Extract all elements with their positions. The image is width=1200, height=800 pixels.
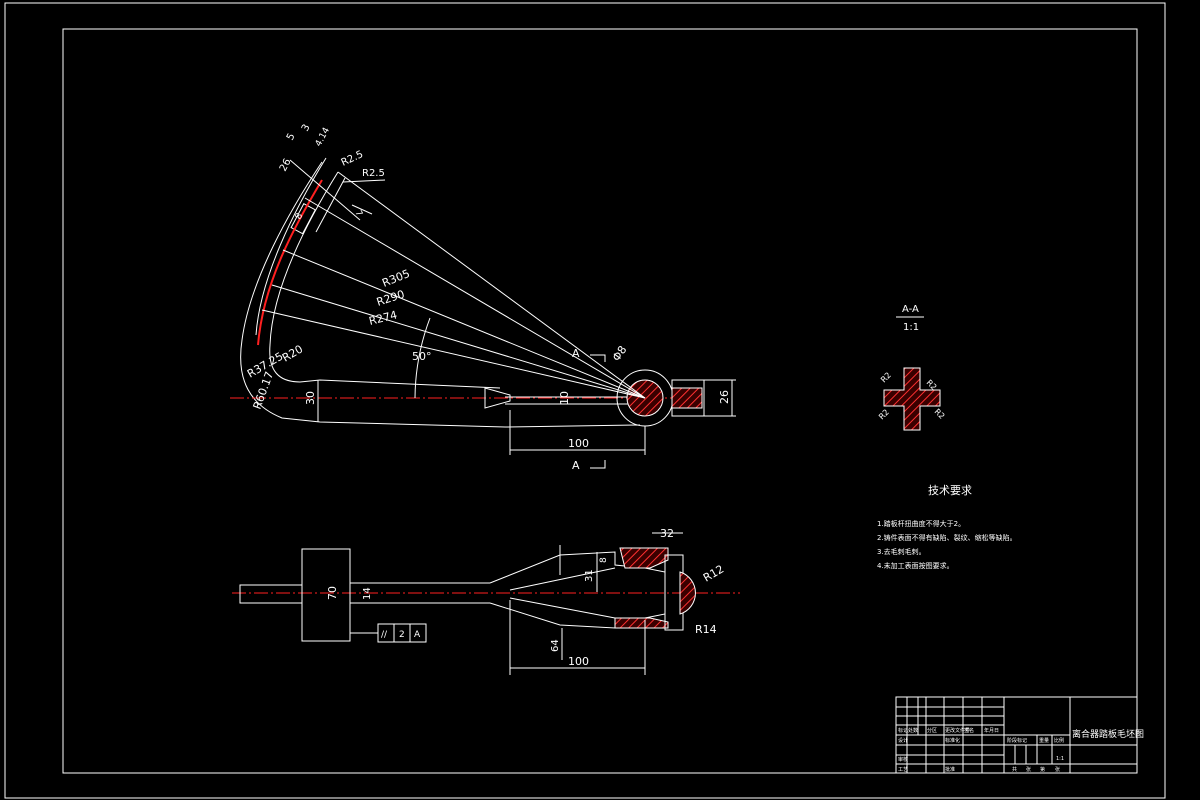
dim-top-lines [289, 159, 361, 221]
section-mark-top: A [572, 347, 580, 360]
bottom-view: // 2 A 70 14 32 31 8 R12 R14 100 64 [232, 527, 740, 675]
dim-label-r305: R305 [380, 267, 411, 290]
cross-section-shape [883, 367, 941, 431]
inner-border [62, 28, 1138, 774]
bottom-label-100: 100 [568, 655, 589, 668]
radial-top [337, 171, 646, 399]
bottom-label-8: 8 [599, 557, 609, 563]
radial-r274 [261, 309, 646, 399]
dim-7-leader [351, 204, 373, 215]
tol-datum: A [414, 630, 421, 640]
dim-label-100: 100 [568, 437, 589, 450]
tb-bottom-label-0: 共 [1012, 766, 1017, 773]
dim-label-26: 26 [278, 157, 294, 173]
dim-label-r20: R20 [280, 343, 305, 365]
tb-row-label-4: 签名 [964, 727, 974, 734]
section-mark-bottom: A [572, 459, 580, 472]
hub-boss-hatch [671, 387, 703, 409]
tb-mid-label-1: 批准 [945, 766, 955, 773]
arm-inner-upper [315, 177, 346, 233]
bottom-label-64: 64 [550, 639, 561, 652]
bottom-label-14: 14 [362, 587, 373, 600]
section-view: A-A 1:1 R2 R2 R2 R2 [877, 304, 947, 431]
pedal-pad [301, 548, 351, 642]
radial-r305 [282, 249, 646, 399]
tb-bottom-label-3: 张 [1055, 766, 1060, 773]
tol-symbol: // [381, 630, 388, 640]
section-scale: 1:1 [903, 322, 919, 333]
tb-bottom-label-2: 第 [1040, 766, 1045, 773]
bottom-label-70: 70 [326, 586, 339, 600]
tol-value: 2 [399, 630, 405, 640]
tb-right-label-1: 重量 [1039, 737, 1049, 744]
tech-item-4: 4.未加工表面按图要求。 [877, 561, 954, 570]
tb-mid-label-0: 标准化 [945, 737, 960, 744]
section-r-label-3: R2 [877, 408, 891, 422]
tb-row-label-3: 更改文件号 [945, 727, 970, 734]
arm-centerline [257, 179, 323, 346]
dim-label-5: 5 [285, 132, 298, 143]
dim-label-r290: R290 [375, 288, 406, 309]
pad-box [290, 203, 316, 235]
dim-label-414: 4.14 [314, 126, 332, 149]
dim-label-10: 10 [558, 391, 571, 405]
radial-top2 [304, 197, 646, 399]
main-view: 5 3 4.14 26 R2.5 R2.5 7 8 R305 R290 R274… [230, 123, 736, 472]
tb-left-label-2: 工艺 [898, 767, 908, 773]
tb-left-label-0: 设计 [898, 737, 908, 744]
bottom-label-r14: R14 [695, 623, 717, 636]
dim-label-r25b: R2.5 [362, 168, 385, 179]
arm-outer-edge [240, 161, 641, 428]
dim-label-7: 7 [352, 209, 364, 219]
section-mark-bottom-line [590, 460, 606, 469]
taper-end [484, 387, 511, 409]
dim-r25-leader [342, 179, 386, 183]
dim-label-30: 30 [304, 391, 317, 405]
section-r-label-1: R2 [879, 371, 893, 385]
tb-row-label-1: 处数 [908, 727, 918, 734]
section-title: A-A [902, 304, 919, 315]
tb-scale: 1:1 [1056, 756, 1064, 762]
arm-mid-edge [255, 157, 327, 336]
drawing-title: 离合器踏板毛坯图 [1072, 728, 1144, 740]
section-mark-top-line [590, 354, 606, 362]
hub-bottom-hatch [614, 617, 669, 629]
pedal-stub [239, 584, 303, 604]
tech-item-1: 1.踏板杆扭曲度不得大于2。 [877, 519, 965, 528]
tb-bottom-label-1: 张 [1026, 766, 1031, 773]
tb-row-label-0: 标记 [898, 727, 908, 734]
section-r-label-4: R2 [933, 407, 947, 421]
dim-label-3: 3 [300, 123, 313, 134]
bottom-label-32: 32 [660, 527, 674, 540]
tech-item-2: 2.铸件表面不得有缺陷、裂纹、缩松等缺陷。 [877, 533, 1017, 542]
hub-top-hatch [619, 547, 669, 569]
dim-label-angle: 50° [412, 350, 432, 363]
tech-item-3: 3.去毛刺毛刺。 [877, 547, 926, 556]
tb-right-label-2: 比例 [1054, 737, 1064, 744]
bottom-label-31: 31 [584, 569, 595, 582]
dim-label-26-boss: 26 [718, 390, 731, 404]
title-block: 标记 处数 分区 更改文件号 签名 年月日 设计 审核 工艺 标准化 批准 阶段… [895, 696, 1144, 774]
inner-taper-top [509, 567, 616, 591]
radial-r290 [271, 284, 646, 399]
dim-label-r25a: R2.5 [340, 149, 365, 169]
dim-label-phi: Φ8 [610, 343, 630, 363]
tolerance-frame [377, 623, 427, 643]
outer-border [4, 2, 1166, 799]
dim-label-r274: R274 [368, 308, 399, 328]
ball-end [679, 571, 696, 615]
tb-row-label-2: 分区 [927, 727, 937, 734]
tech-title: 技术要求 [928, 484, 972, 497]
tb-right-label-0: 阶段标记 [1007, 737, 1027, 744]
tb-row-label-5: 年月日 [984, 727, 999, 734]
bottom-label-r12: R12 [701, 563, 726, 585]
tb-left-label-1: 审核 [898, 756, 908, 763]
angle-arc [414, 317, 431, 399]
tech-requirements: 技术要求 1.踏板杆扭曲度不得大于2。 2.铸件表面不得有缺陷、裂纹、缩松等缺陷… [877, 484, 1017, 570]
dim-label-8: 8 [294, 211, 306, 221]
inner-taper-bottom [509, 597, 616, 619]
